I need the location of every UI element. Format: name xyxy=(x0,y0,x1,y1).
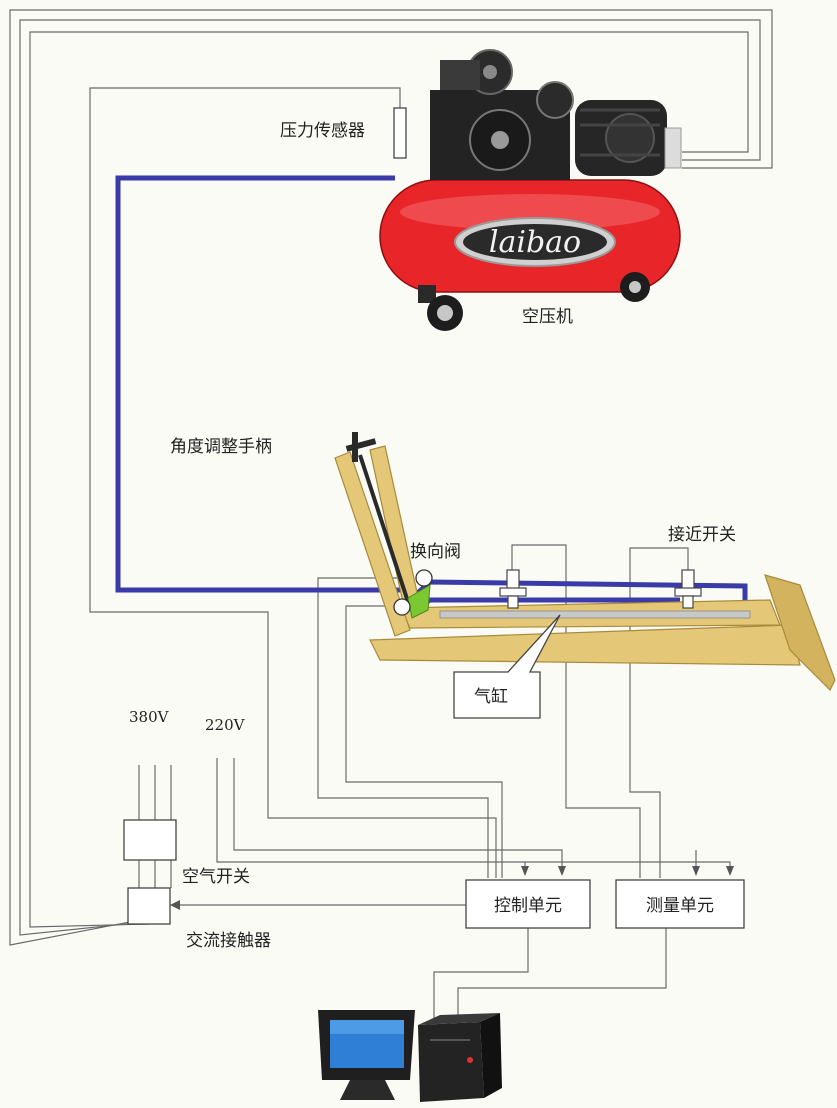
ac-contactor xyxy=(127,887,171,925)
proximity-switch-label: 接近开关 xyxy=(668,525,736,545)
air-switch xyxy=(123,819,177,861)
ac-contactor-label: 交流接触器 xyxy=(186,931,271,951)
air-compressor: laibao xyxy=(379,49,682,331)
air-switch-label: 空气开关 xyxy=(182,867,250,887)
angle-handle-label: 角度调整手柄 xyxy=(170,437,272,457)
pressure-sensor-label: 压力传感器 xyxy=(280,121,365,141)
measure-unit-label: 测量单元 xyxy=(646,896,714,916)
control-unit xyxy=(465,879,591,929)
cylinder-callout: 气缸 xyxy=(453,614,561,719)
computer-icon xyxy=(318,1010,502,1102)
voltage-380-label: 380V xyxy=(129,708,170,726)
signal-wires xyxy=(9,9,773,1025)
proximity-switch-1 xyxy=(499,569,527,609)
reversing-valve-label: 换向阀 xyxy=(410,542,461,562)
cylinder-label: 气缸 xyxy=(474,686,508,707)
voltage-220-label: 220V xyxy=(205,716,246,734)
measure-unit xyxy=(615,879,745,929)
control-unit-label: 控制单元 xyxy=(494,896,562,916)
proximity-switch-2 xyxy=(674,569,702,609)
compressor-brand: laibao xyxy=(489,225,581,260)
compressor-label: 空压机 xyxy=(522,307,573,327)
pressure-sensor xyxy=(393,107,407,159)
reversing-valve xyxy=(393,569,433,619)
